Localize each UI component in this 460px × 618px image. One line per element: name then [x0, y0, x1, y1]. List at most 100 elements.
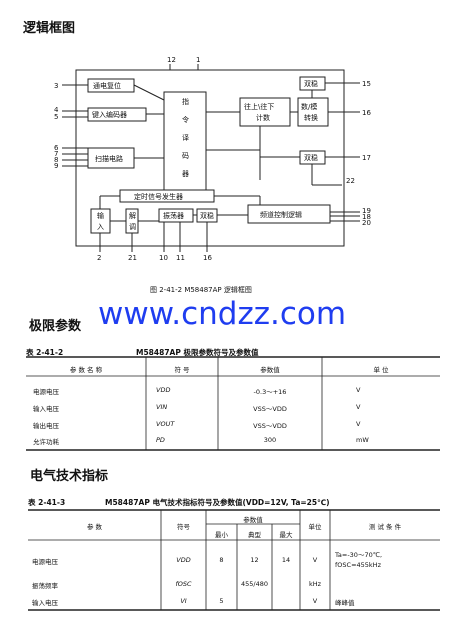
table2-subheader-max: 最大	[279, 531, 293, 539]
label-reset: 通电复位	[93, 81, 121, 90]
pin-right-2: 17	[362, 154, 371, 162]
table2-row0-min: 8	[219, 556, 224, 564]
table2-row0-max: 14	[281, 556, 291, 564]
label-timing: 定时信号发生器	[134, 192, 183, 201]
pin-right-1: 16	[362, 109, 371, 117]
watermark: www.cndzz.com	[98, 296, 347, 332]
pin-bottom-0: 2	[97, 254, 101, 262]
section-title-logic-diagram: 逻辑框图	[23, 21, 76, 36]
table1-row2-unit: V	[356, 420, 361, 428]
pin-top-0: 12	[167, 56, 176, 64]
label-osc: 振荡器	[163, 211, 184, 220]
table2-subheader-min: 最小	[215, 531, 228, 539]
table2-header-value: 参数值	[243, 516, 263, 524]
table2-row2-symbol: VI	[180, 597, 187, 605]
table1-row0-symbol: VDD	[156, 386, 171, 394]
section-title-limits: 极限参数	[29, 319, 82, 334]
section-title-electrical: 电气技术指标	[30, 469, 109, 484]
label-instr-1: 令	[182, 115, 189, 124]
pin-bottom-2: 10	[159, 254, 168, 262]
chip-outline	[75, 69, 345, 247]
table1-header-name: 参 数 名 称	[69, 366, 103, 374]
table2-header-condition: 测 试 条 件	[368, 523, 402, 531]
pin-left-0: 3	[54, 82, 58, 90]
label-stab3: 双稳	[200, 211, 214, 220]
table1-header-symbol: 符 号	[174, 366, 190, 374]
table2-row0-symbol: VDD	[176, 556, 191, 564]
label-stab2: 双稳	[304, 153, 318, 162]
table1-row0-value: -0.3～+16	[253, 388, 287, 396]
table2-row1-unit: kHz	[308, 580, 322, 588]
table1-row2-value: VSS～VDD	[253, 422, 287, 430]
table1-row0-name: 电源电压	[33, 388, 59, 396]
table2-row0-unit: V	[312, 556, 318, 564]
label-instr-2: 译	[182, 134, 189, 142]
table2-row0-name: 电源电压	[32, 558, 58, 566]
label-keyin-decoder: 键入编码器	[92, 110, 127, 119]
table2-row2-cond1: 峰峰值	[335, 599, 355, 607]
label-freq-logic: 频道控制逻辑	[260, 210, 302, 219]
table2-header-param: 参 数	[86, 523, 103, 531]
logic-block-diagram: 12 1 3 4 5 6 7 8 9 15 16 17 22 19 18 20 …	[54, 56, 371, 262]
label-instr-3: 码	[182, 152, 189, 160]
pin-right-5: 18	[362, 213, 371, 221]
table2-title: M58487AP 电气技术指标符号及参数值(VDD=12V, Ta=25℃)	[105, 498, 330, 507]
pin-left-3: 6	[54, 144, 59, 152]
table2-row1-symbol: fOSC	[175, 580, 192, 588]
table2-row0-cond1: Ta=-30～70℃,	[335, 551, 383, 559]
table2-header-symbol: 符号	[177, 523, 190, 531]
pin-bottom-1: 21	[128, 254, 137, 262]
table2-number: 表 2-41-3	[28, 498, 66, 507]
pin-right-3: 22	[346, 177, 355, 185]
table1-row1-value: VSS～VDD	[253, 405, 287, 413]
table1-row0-unit: V	[356, 386, 361, 394]
label-da-1: 转换	[304, 113, 318, 122]
pin-bottom-3: 11	[176, 254, 185, 262]
label-input-1: 入	[97, 223, 104, 231]
table1-title: M58487AP 极限参数符号及参数值	[136, 348, 259, 357]
table2-row0-cond2: fOSC=455kHz	[335, 561, 381, 569]
table1-row3-unit: mW	[356, 436, 369, 444]
table1-row2-symbol: VOUT	[156, 420, 175, 428]
pin-right-4: 19	[362, 207, 371, 215]
label-demod-1: 调	[129, 222, 136, 231]
label-da-0: 数/模	[301, 102, 317, 111]
table1-header-unit: 单 位	[373, 366, 389, 374]
label-scan: 扫描电路	[95, 154, 123, 163]
pin-left-1: 4	[54, 106, 59, 114]
label-counter-1: 计数	[256, 113, 270, 122]
table1-row3-value: 300	[263, 436, 277, 444]
table2-row2-min: 5	[219, 597, 224, 605]
table2-row2-unit: V	[312, 597, 318, 605]
table1-rules	[26, 356, 440, 451]
table2-row1-name: 振荡频率	[32, 582, 58, 590]
pin-right-0: 15	[362, 80, 371, 88]
table2-row1-typ: 455/480	[240, 580, 268, 588]
pin-right-6: 20	[362, 219, 371, 227]
label-counter-0: 往上\往下	[244, 102, 274, 111]
table2-subheader-typ: 典型	[248, 531, 261, 539]
block-freq-logic	[247, 204, 331, 224]
label-instr-4: 器	[182, 170, 189, 178]
pin-left-4: 7	[54, 150, 58, 158]
pin-left-6: 9	[54, 162, 58, 170]
label-demod-0: 解	[129, 211, 136, 220]
table1-number: 表 2-41-2	[26, 348, 64, 357]
table1-header-value: 参数值	[260, 366, 280, 374]
table1-row1-name: 输入电压	[33, 405, 59, 413]
label-instr-0: 指	[182, 97, 189, 106]
table1-row1-symbol: VIN	[156, 403, 168, 411]
pin-top-1: 1	[196, 56, 200, 64]
table2-row0-typ: 12	[250, 556, 259, 564]
figure-caption: 图 2-41-2 M58487AP 逻辑框图	[150, 286, 252, 294]
label-input-0: 输	[97, 211, 104, 220]
table1-row1-unit: V	[356, 403, 361, 411]
table2-row2-name: 输入电压	[32, 599, 58, 607]
table1-row3-symbol: PD	[156, 436, 165, 444]
table2-header-unit: 单位	[308, 523, 322, 531]
pin-left-2: 5	[54, 113, 58, 121]
pin-bottom-4: 16	[203, 254, 212, 262]
table1-row3-name: 允许功耗	[33, 438, 59, 446]
pin-left-5: 8	[54, 156, 58, 164]
